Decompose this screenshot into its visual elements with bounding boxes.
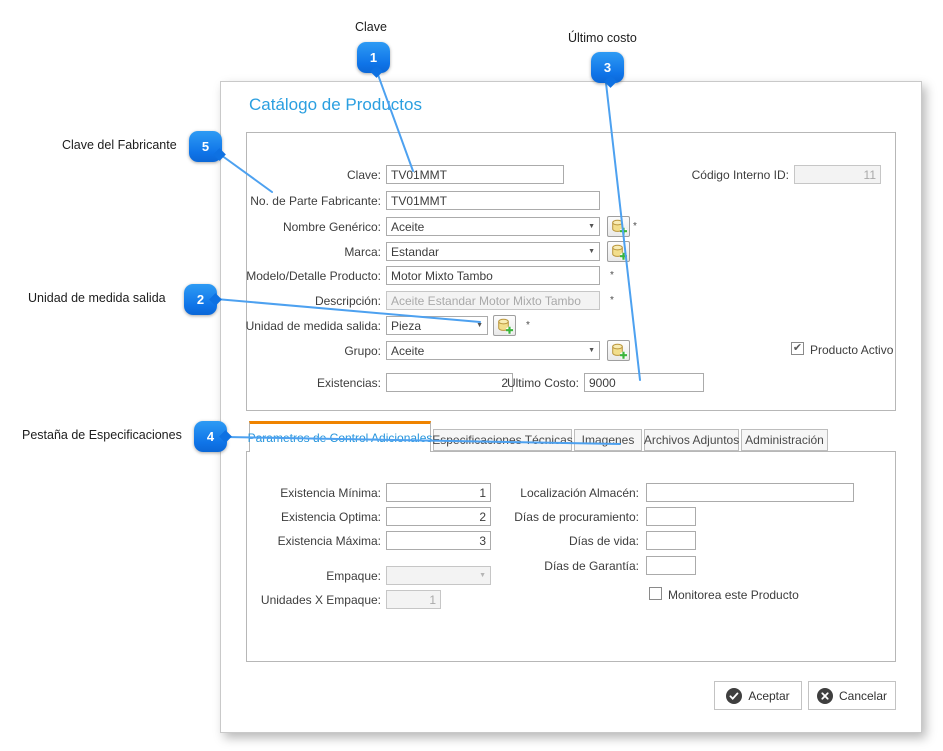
nombre-generico-label: Nombre Genérico: — [282, 220, 381, 234]
add-nombre-generico-button[interactable] — [607, 216, 630, 237]
required-mark: * — [633, 221, 637, 232]
chevron-down-icon[interactable]: ▼ — [588, 347, 595, 354]
callout-badge-1: 1 — [357, 42, 390, 78]
aceptar-button-label: Aceptar — [748, 688, 790, 703]
existencia-minima-label: Existencia Mínima: — [280, 486, 381, 500]
add-marca-button[interactable] — [607, 241, 630, 262]
empaque-select: ▼ — [386, 566, 491, 585]
existencias-label: Existencias: — [316, 376, 381, 390]
selected-value: Pieza — [391, 318, 422, 333]
unidad-salida-label: Unidad de medida salida: — [245, 319, 381, 333]
badge-number: 3 — [603, 60, 612, 75]
ultimo-costo-input[interactable] — [584, 373, 704, 392]
existencia-optima-input[interactable] — [386, 507, 491, 526]
no-parte-input[interactable] — [386, 191, 600, 210]
producto-activo-label: Producto Activo — [810, 343, 894, 357]
callout-badge-5: 5 — [189, 131, 226, 162]
localizacion-label: Localización Almacén: — [520, 486, 639, 500]
codigo-interno-input — [794, 165, 881, 184]
required-mark: * — [610, 295, 614, 306]
nombre-generico-select[interactable]: Aceite ▼ — [386, 217, 600, 236]
callout-label-pestana: Pestaña de Especificaciones — [22, 428, 182, 442]
monitorea-label: Monitorea este Producto — [668, 588, 799, 602]
existencia-optima-label: Existencia Optima: — [280, 510, 381, 524]
callout-label-unidad: Unidad de medida salida — [28, 291, 166, 305]
tab-imagenes[interactable]: Imagenes — [574, 429, 642, 451]
marca-select[interactable]: Estandar ▼ — [386, 242, 600, 261]
descripcion-label: Descripción: — [314, 294, 381, 308]
chevron-down-icon[interactable]: ▼ — [476, 322, 483, 329]
dias-procuramiento-label: Días de procuramiento: — [514, 510, 639, 524]
database-add-icon — [611, 219, 627, 235]
required-mark: * — [610, 270, 614, 281]
add-unidad-button[interactable] — [493, 315, 516, 336]
required-mark: * — [526, 320, 530, 331]
badge-number: 1 — [369, 50, 378, 65]
chevron-down-icon[interactable]: ▼ — [588, 248, 595, 255]
database-add-icon — [611, 343, 627, 359]
existencia-maxima-input[interactable] — [386, 531, 491, 550]
existencia-minima-input[interactable] — [386, 483, 491, 502]
dias-garantia-input[interactable] — [646, 556, 696, 575]
badge-number: 5 — [201, 139, 210, 154]
add-grupo-button[interactable] — [607, 340, 630, 361]
clave-input[interactable] — [386, 165, 564, 184]
cancelar-button-label: Cancelar — [838, 688, 888, 703]
grupo-label: Grupo: — [344, 344, 381, 358]
unidades-empaque-label: Unidades X Empaque: — [260, 593, 381, 607]
aceptar-button[interactable]: Aceptar — [714, 681, 802, 710]
callout-label-fabricante: Clave del Fabricante — [62, 138, 177, 152]
modelo-label: Modelo/Detalle Producto: — [246, 269, 381, 283]
existencias-input[interactable] — [386, 373, 513, 392]
unidad-salida-select[interactable]: Pieza ▼ — [386, 316, 488, 335]
tab-especificaciones-tecnicas[interactable]: Especificaciones Técnicas — [432, 429, 573, 451]
no-parte-label: No. de Parte Fabricante: — [250, 194, 381, 208]
cancelar-button[interactable]: Cancelar — [808, 681, 896, 710]
descripcion-input — [386, 291, 600, 310]
dias-vida-label: Días de vida: — [568, 534, 639, 548]
unidades-empaque-input — [386, 590, 441, 609]
callout-badge-4: 4 — [194, 421, 232, 452]
selected-value: Aceite — [391, 219, 425, 234]
badge-number: 2 — [196, 292, 205, 307]
clave-label: Clave: — [346, 168, 381, 182]
dias-vida-input[interactable] — [646, 531, 696, 550]
existencia-maxima-label: Existencia Máxima: — [277, 534, 381, 548]
chevron-down-icon: ▼ — [479, 572, 486, 579]
check-circle-icon — [726, 687, 743, 704]
localizacion-input[interactable] — [646, 483, 854, 502]
database-add-icon — [497, 318, 513, 334]
codigo-interno-label: Código Interno ID: — [691, 168, 789, 182]
checkmark: ✔ — [792, 342, 803, 354]
producto-activo-checkbox[interactable]: ✔ — [791, 342, 804, 355]
selected-value: Aceite — [391, 343, 425, 358]
monitorea-checkbox[interactable] — [649, 587, 662, 600]
chevron-down-icon[interactable]: ▼ — [588, 223, 595, 230]
callout-label-clave: Clave — [355, 20, 387, 34]
page-title: Catálogo de Productos — [249, 95, 422, 114]
tab-administracion[interactable]: Administración — [741, 429, 828, 451]
grupo-select[interactable]: Aceite ▼ — [386, 341, 600, 360]
badge-number: 4 — [206, 429, 215, 444]
x-circle-icon — [816, 687, 833, 704]
dias-garantia-label: Días de Garantía: — [544, 559, 639, 573]
database-add-icon — [611, 244, 627, 260]
modelo-input[interactable] — [386, 266, 600, 285]
callout-label-ultimo: Último costo — [568, 31, 637, 45]
ultimo-costo-label: Ultimo Costo: — [506, 376, 579, 390]
tab-archivos-adjuntos[interactable]: Archivos Adjuntos — [644, 429, 739, 451]
dias-procuramiento-input[interactable] — [646, 507, 696, 526]
tab-parametros-control[interactable]: Parametros de Control Adicionales — [248, 421, 432, 452]
marca-label: Marca: — [344, 245, 381, 259]
callout-badge-3: 3 — [591, 52, 624, 88]
callout-badge-2: 2 — [184, 284, 222, 315]
catalogo-productos-dialog: Catálogo de Productos Clave: Código Inte… — [220, 81, 922, 733]
selected-value: Estandar — [391, 244, 440, 259]
empaque-label: Empaque: — [326, 569, 381, 583]
